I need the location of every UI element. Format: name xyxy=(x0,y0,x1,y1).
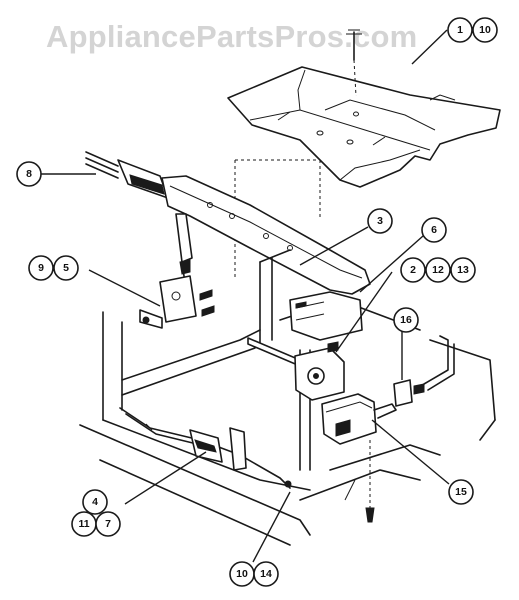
leader-lines xyxy=(41,29,450,563)
callout-1[interactable]: 1 xyxy=(447,17,473,43)
lock-motor xyxy=(321,393,397,445)
callout-10-bottom[interactable]: 10 xyxy=(229,561,255,587)
latch-shaft xyxy=(247,337,301,367)
callout-6[interactable]: 6 xyxy=(421,217,447,243)
bottom-screw xyxy=(365,440,375,523)
svg-text:4: 4 xyxy=(92,496,98,508)
callout-15[interactable]: 15 xyxy=(448,479,474,505)
svg-text:13: 13 xyxy=(457,264,469,276)
switch-connector xyxy=(393,335,455,407)
svg-text:10: 10 xyxy=(479,24,491,36)
svg-text:5: 5 xyxy=(63,262,69,274)
svg-text:16: 16 xyxy=(400,314,412,326)
callout-13[interactable]: 13 xyxy=(450,257,476,283)
svg-text:2: 2 xyxy=(410,264,416,276)
latch-bracket xyxy=(139,275,215,329)
svg-text:10: 10 xyxy=(236,568,248,580)
callout-8[interactable]: 8 xyxy=(16,161,42,187)
callout-16[interactable]: 16 xyxy=(393,307,419,333)
svg-text:8: 8 xyxy=(26,168,32,180)
cord-plug xyxy=(85,151,169,199)
handle-bar xyxy=(161,175,371,295)
cover-plate xyxy=(227,66,501,188)
svg-text:9: 9 xyxy=(38,262,44,274)
callout-5[interactable]: 5 xyxy=(53,255,79,281)
callout-10-top[interactable]: 10 xyxy=(472,17,498,43)
svg-text:1: 1 xyxy=(457,24,463,36)
svg-text:15: 15 xyxy=(455,486,467,498)
svg-text:7: 7 xyxy=(105,518,111,530)
range-body xyxy=(79,249,496,546)
watermark-text: AppliancePartsPros.com xyxy=(46,19,417,54)
callout-14[interactable]: 14 xyxy=(253,561,279,587)
svg-text:11: 11 xyxy=(78,518,89,530)
lock-bracket xyxy=(289,291,363,341)
cover-screw xyxy=(346,29,362,97)
callout-9[interactable]: 9 xyxy=(28,255,54,281)
wire-harness xyxy=(119,407,292,489)
callout-11[interactable]: 11 xyxy=(71,511,97,537)
callout-3[interactable]: 3 xyxy=(367,208,393,234)
svg-text:12: 12 xyxy=(432,264,444,276)
svg-text:3: 3 xyxy=(377,215,383,227)
svg-text:6: 6 xyxy=(431,224,437,236)
callout-7[interactable]: 7 xyxy=(95,511,121,537)
callout-2[interactable]: 2 xyxy=(400,257,426,283)
callout-4[interactable]: 4 xyxy=(82,489,108,515)
svg-text:14: 14 xyxy=(260,568,272,580)
switch-assembly xyxy=(294,341,345,401)
callout-12[interactable]: 12 xyxy=(425,257,451,283)
